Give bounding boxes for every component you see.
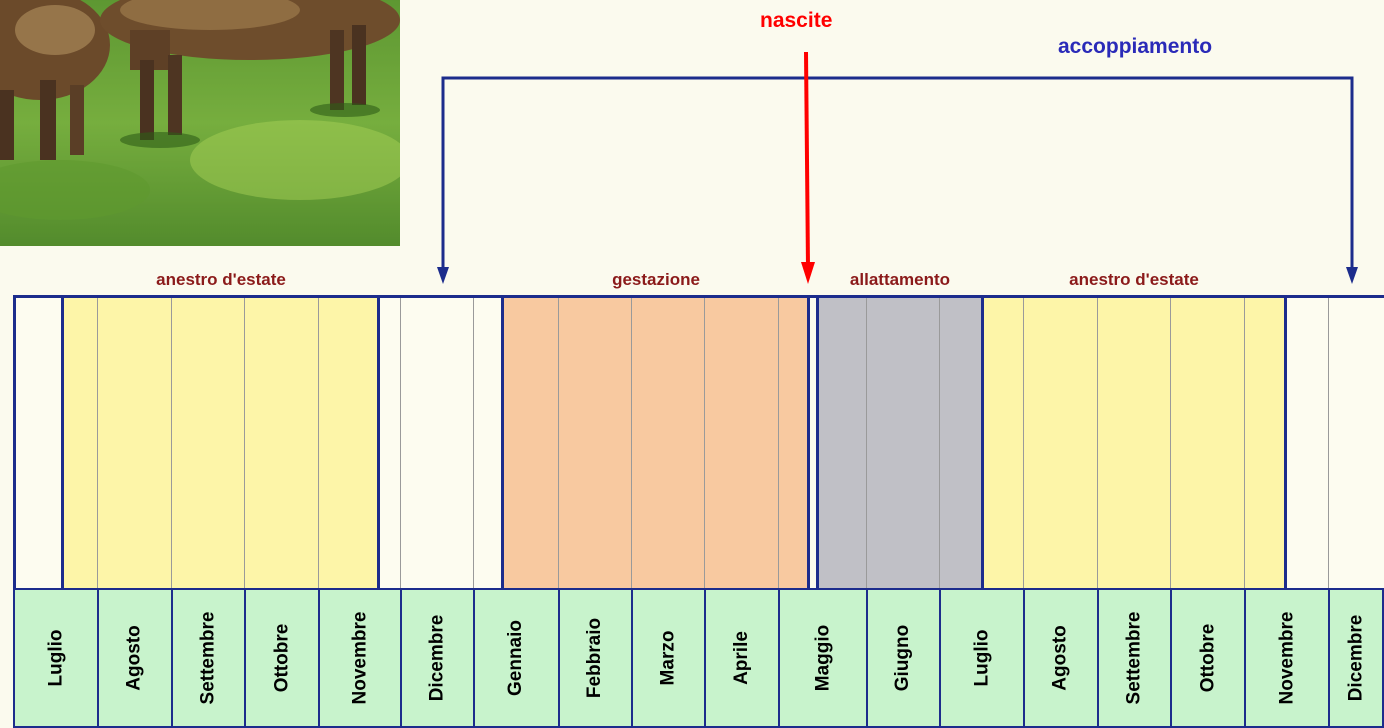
month-divider [1328, 295, 1329, 588]
nascite-arrowhead [801, 262, 815, 284]
month-cell: Dicembre [400, 588, 475, 728]
month-label: Novembre [349, 611, 371, 705]
nascite-label: nascite [760, 9, 833, 32]
month-label: Ottobre [1196, 623, 1218, 693]
month-cell: Giugno [866, 588, 941, 728]
month-label: Dicembre [426, 614, 448, 702]
month-label: Gennaio [505, 619, 527, 697]
phase-divider [816, 295, 819, 588]
month-divider [1023, 295, 1024, 588]
accoppiamento-arrowhead-left [437, 267, 449, 284]
band-neutral-2 [378, 295, 502, 588]
month-divider [866, 295, 867, 588]
month-label: Giugno [892, 624, 914, 692]
accoppiamento-label: accoppiamento [1058, 35, 1213, 58]
band-allattamento [817, 295, 982, 588]
band-anestro-2 [982, 295, 1285, 588]
month-divider [1097, 295, 1098, 588]
month-label: Luglio [970, 629, 992, 687]
accoppiamento-bracket [441, 76, 1354, 270]
phase-label-gestazione: gestazione [612, 270, 700, 289]
month-divider [939, 295, 940, 588]
band-gestazione [502, 295, 808, 588]
month-cell: Agosto [97, 588, 173, 728]
month-divider [171, 295, 172, 588]
arrows [437, 51, 1358, 284]
month-cell: Aprile [704, 588, 780, 728]
month-cell: Luglio [939, 588, 1025, 728]
month-label: Aprile [730, 631, 752, 685]
month-cell: Novembre [1244, 588, 1330, 728]
phase-label-allattamento: allattamento [849, 270, 951, 289]
month-cell: Gennaio [473, 588, 560, 728]
month-divider [704, 295, 705, 588]
piglets-photo [0, 0, 400, 246]
month-label: Marzo [657, 630, 679, 686]
month-cell: Maggio [778, 588, 868, 728]
month-label: Settembre [1123, 611, 1145, 705]
month-divider [318, 295, 319, 588]
month-label: Agosto [124, 625, 145, 691]
month-divider [97, 295, 98, 588]
month-label: Novembre [1276, 611, 1298, 705]
band-anestro-1 [62, 295, 378, 588]
month-divider [631, 295, 632, 588]
month-cell: Febbraio [558, 588, 633, 728]
timeline: Luglio Agosto Settembre Ottobre Novembre… [13, 295, 1384, 728]
month-cell: Ottobre [244, 588, 320, 728]
timeline-top-border [13, 295, 1384, 298]
phase-label-anestro-1: anestro d'estate [156, 270, 286, 289]
month-cell: Settembre [171, 588, 246, 728]
band-neutral-3 [1285, 295, 1384, 588]
month-cell: Dicembre [1328, 588, 1384, 728]
month-cell: Agosto [1023, 588, 1099, 728]
month-divider [473, 295, 474, 588]
month-label: Settembre [197, 611, 219, 705]
month-label: Agosto [1050, 625, 1071, 691]
phase-label-anestro-2: anestro d'estate [1069, 270, 1199, 289]
month-cell: Luglio [13, 588, 99, 728]
month-divider [778, 295, 779, 588]
month-cell: Settembre [1097, 588, 1172, 728]
accoppiamento-arrowhead-right [1346, 267, 1358, 284]
month-label: Ottobre [270, 623, 292, 693]
month-cell: Novembre [318, 588, 402, 728]
phase-divider [981, 295, 984, 588]
nascite-arrow [804, 51, 810, 269]
month-label: Febbraio [584, 617, 606, 699]
month-cell: Ottobre [1170, 588, 1246, 728]
month-label: Dicembre [1345, 614, 1367, 702]
month-divider [400, 295, 401, 588]
phase-divider [807, 295, 810, 588]
month-divider [1244, 295, 1245, 588]
phase-divider [501, 295, 504, 588]
phase-divider [377, 295, 380, 588]
phase-divider [1284, 295, 1287, 588]
month-label: Maggio [812, 624, 833, 692]
month-label: Luglio [44, 629, 66, 687]
month-divider [244, 295, 245, 588]
timeline-left-border [13, 295, 16, 728]
month-divider [558, 295, 559, 588]
month-cell: Marzo [631, 588, 706, 728]
band-neutral-1 [13, 295, 62, 588]
phase-divider [61, 295, 64, 588]
month-divider [1170, 295, 1171, 588]
